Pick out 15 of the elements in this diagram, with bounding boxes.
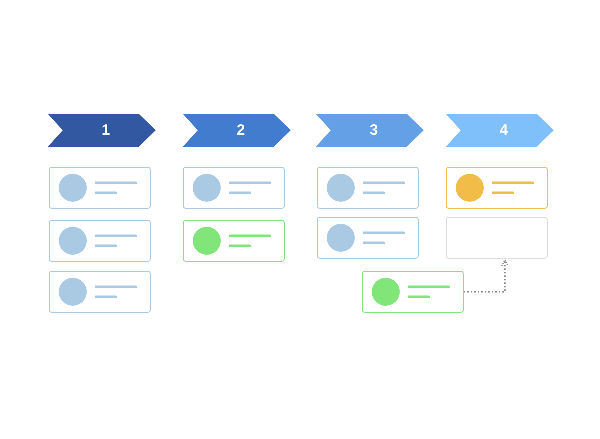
profile-card [49, 167, 151, 209]
profile-card [183, 167, 285, 209]
step-number: 3 [370, 122, 378, 139]
profile-card [446, 167, 548, 209]
dotted-arrow [464, 259, 509, 293]
step-number: 4 [500, 122, 508, 139]
step-number: 2 [236, 122, 246, 139]
profile-card [317, 167, 419, 209]
empty-card [446, 217, 548, 259]
profile-card [317, 217, 419, 259]
profile-card [49, 271, 151, 313]
profile-card [183, 220, 285, 262]
profile-card [49, 220, 151, 262]
profile-card [362, 271, 464, 313]
step-number: 1 [102, 122, 110, 139]
